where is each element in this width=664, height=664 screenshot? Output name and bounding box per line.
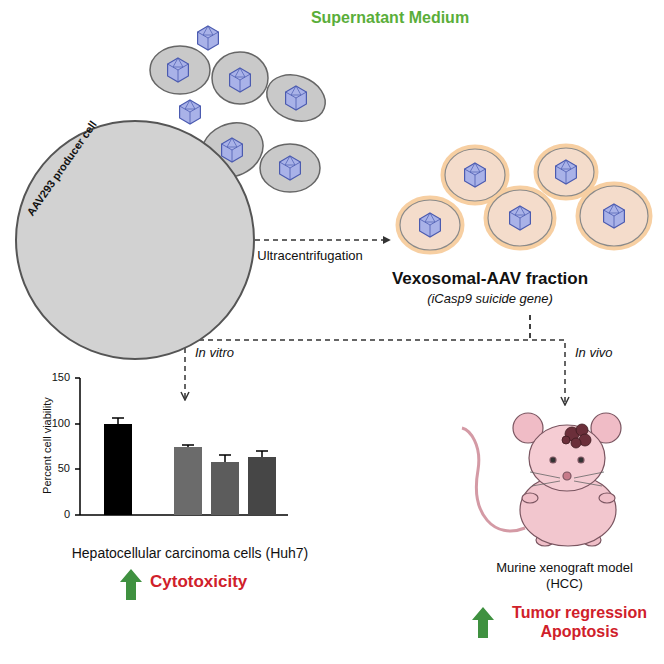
edge-label: In vitro: [195, 345, 285, 361]
vexosome-fraction: Vexosomal-AAV fraction (iCasp9 suicide ge…: [390, 145, 660, 315]
vexosome-cluster: [400, 148, 648, 250]
dashed-arrow: [255, 239, 390, 241]
tick-label: 150: [38, 371, 70, 384]
fraction-note: (iCasp9 suicide gene): [390, 291, 590, 307]
tick-label: 0: [38, 508, 70, 521]
cell-label: AAV293 producer cell: [16, 107, 107, 229]
tick-label: 100: [38, 417, 70, 430]
dashed-arrow: [185, 315, 530, 400]
axis-title: Percent cell viability: [41, 376, 54, 516]
cell-line-label: Hepatocellular carcinoma cells (Huh7): [20, 545, 360, 562]
edge-label: Ultracentrifugation: [240, 248, 380, 264]
dashed-arrow: [530, 315, 565, 405]
producer-cell: AAV293 producer cell: [15, 120, 255, 360]
outcome-label: Cytotoxicity: [150, 572, 300, 592]
medium-label: Supernatant Medium: [280, 8, 500, 27]
bar-chart: [75, 378, 288, 515]
tick-label: 50: [38, 462, 70, 475]
increase-arrow: [120, 569, 142, 600]
edge-label: In vivo: [575, 345, 655, 361]
model-label: Murine xenograft model (HCC): [482, 560, 647, 591]
in-vivo-panel: Murine xenograft model (HCC) Tumor regres…: [440, 405, 660, 650]
outcome-label: Tumor regression Apoptosis: [502, 603, 657, 641]
mouse-figure: [462, 413, 621, 546]
in-vitro-panel: Hepatocellular carcinoma cells (Huh7) Cyt…: [20, 400, 360, 610]
increase-arrow: [472, 607, 494, 638]
fraction-heading: Vexosomal-AAV fraction: [390, 269, 590, 289]
